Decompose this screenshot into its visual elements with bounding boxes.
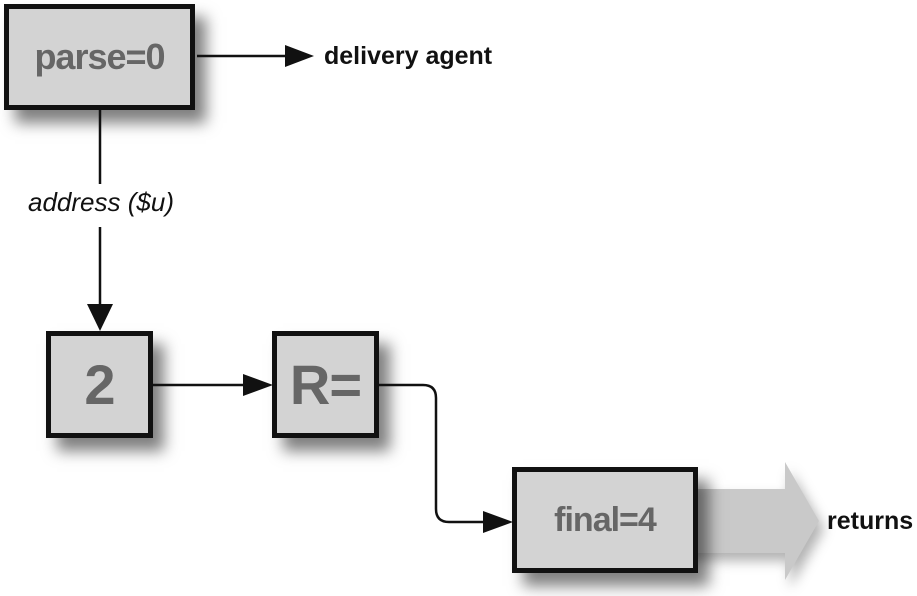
arrow-right-icon [243,374,273,396]
node-final: final=4 [512,467,698,573]
node-final-label: final=4 [554,501,657,539]
node-parse: parse=0 [4,4,195,110]
node-parse-label: parse=0 [34,36,165,77]
address-edge-label: address ($u) [28,187,174,217]
edge-rewrite-to-final [379,383,483,524]
delivery-agent-label: delivery agent [324,42,493,70]
returns-label: returns [827,507,914,535]
node-ruleset-2-label: 2 [84,352,115,416]
node-ruleset-2: 2 [46,331,153,438]
arrow-right-icon [483,511,513,533]
arrow-down-icon [87,304,113,331]
node-rewrite-r-label: R= [289,352,362,416]
node-rewrite-r: R= [272,331,379,438]
arrow-right-icon [285,45,314,67]
